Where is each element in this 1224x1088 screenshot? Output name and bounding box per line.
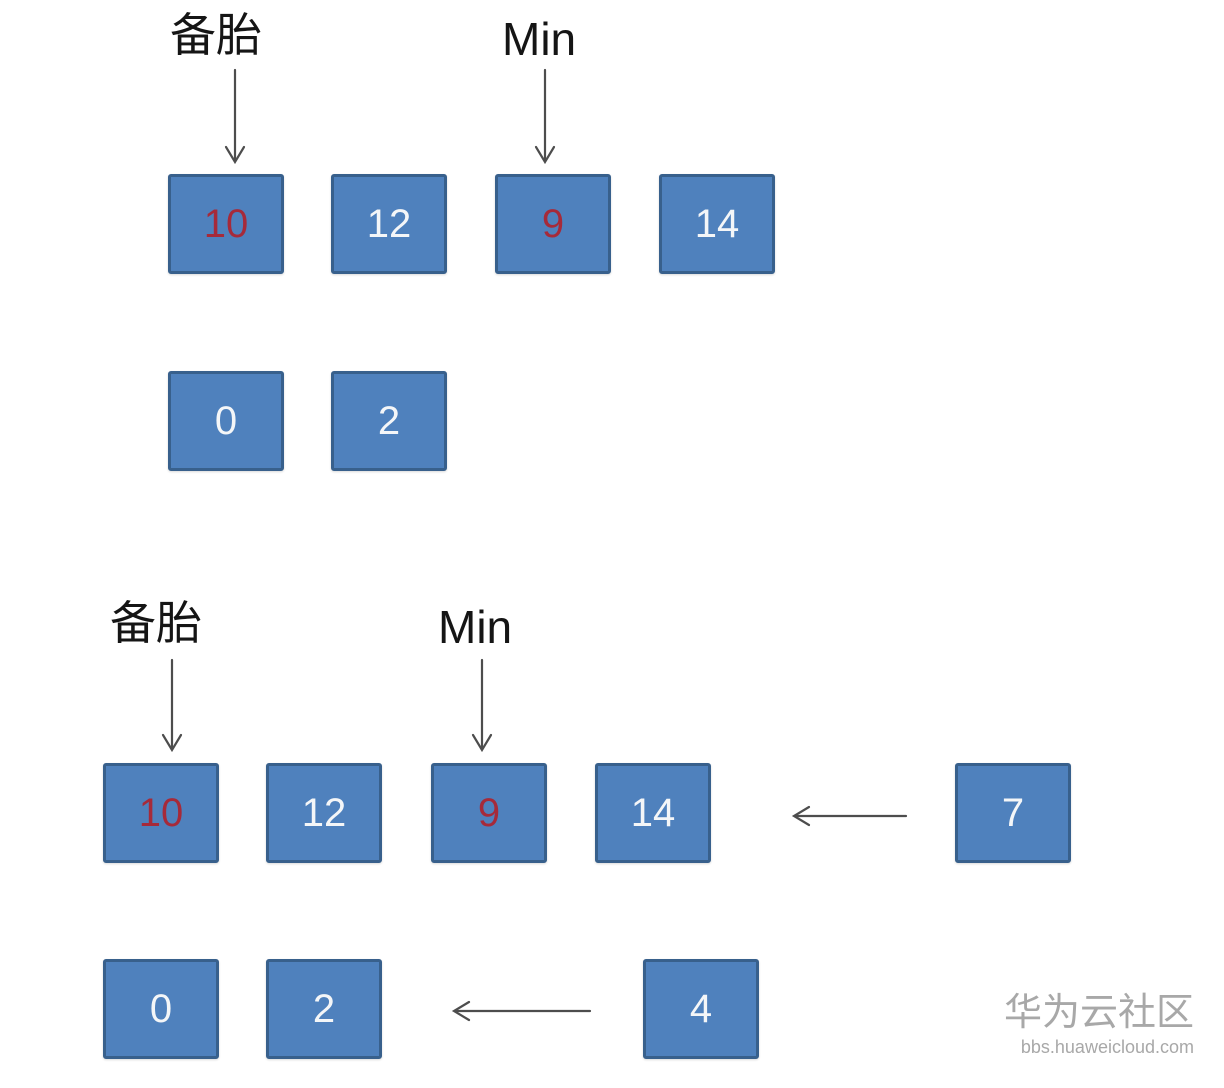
- array-box: 9: [431, 763, 547, 863]
- arrow-down-icon: [224, 68, 246, 165]
- watermark-url: bbs.huaweicloud.com: [1020, 1036, 1194, 1057]
- array-box: 12: [266, 763, 382, 863]
- arrow-left-icon: [451, 1000, 592, 1022]
- watermark: 华为云社区 bbs.huaweicloud.com: [1004, 992, 1194, 1059]
- array-box: 9: [495, 174, 611, 274]
- spare-label: 备胎: [170, 9, 262, 61]
- array-box: 10: [103, 763, 219, 863]
- arrow-down-icon: [534, 68, 556, 165]
- array-box: 0: [168, 371, 284, 471]
- min-label: Min: [438, 601, 513, 653]
- incoming-box: 4: [643, 959, 759, 1059]
- min-label: Min: [502, 13, 577, 65]
- array-box: 2: [266, 959, 382, 1059]
- array-box: 12: [331, 174, 447, 274]
- arrow-down-icon: [471, 658, 493, 753]
- array-box: 14: [595, 763, 711, 863]
- arrow-left-icon: [791, 805, 908, 827]
- incoming-box: 7: [955, 763, 1071, 863]
- spare-label: 备胎: [110, 597, 202, 649]
- array-box: 10: [168, 174, 284, 274]
- arrow-down-icon: [161, 658, 183, 753]
- array-box: 14: [659, 174, 775, 274]
- array-box: 0: [103, 959, 219, 1059]
- watermark-title: 华为云社区: [1003, 992, 1194, 1034]
- array-box: 2: [331, 371, 447, 471]
